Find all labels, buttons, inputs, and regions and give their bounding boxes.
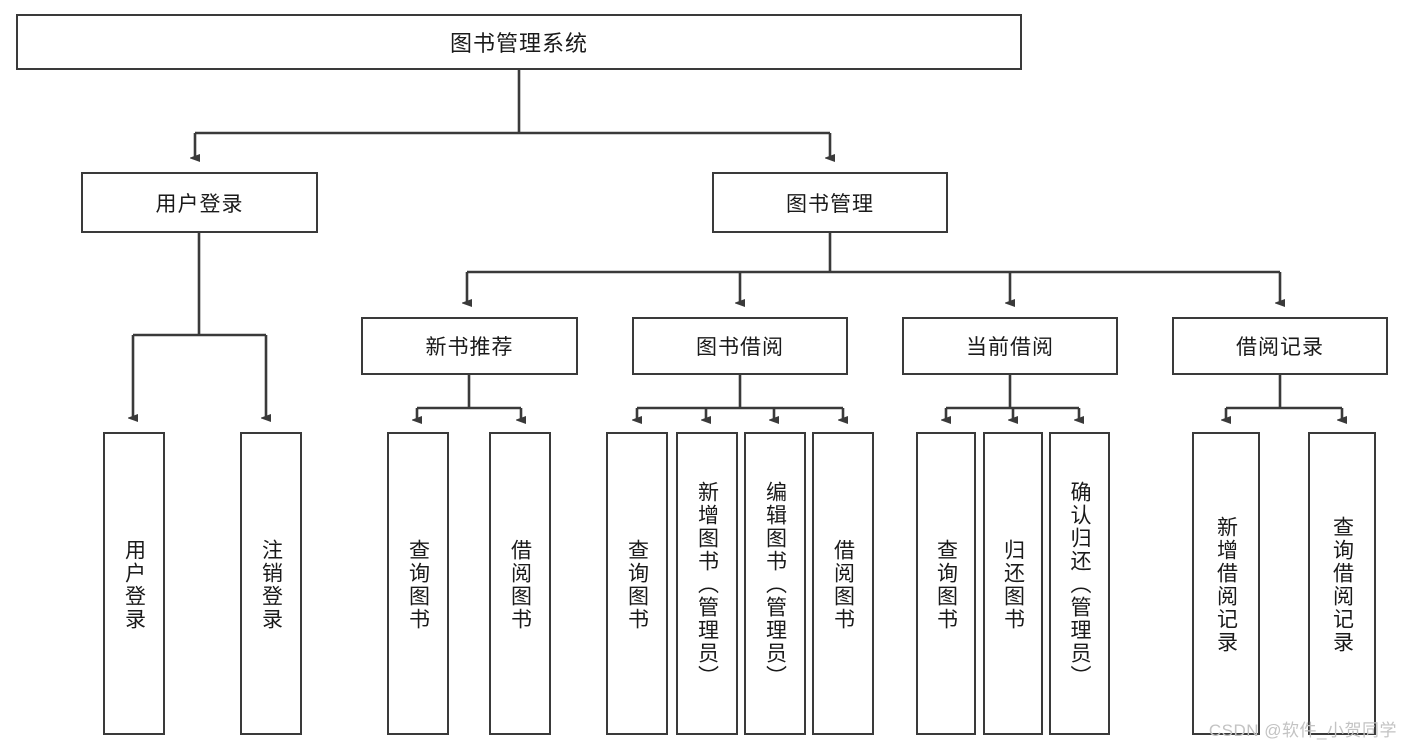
leaf-query-books-recommend[interactable]: 查询图书 [387, 432, 449, 735]
node-label: 新增图书（管理员） [695, 481, 719, 688]
node-label: 归还图书 [1001, 538, 1025, 631]
node-root-system[interactable]: 图书管理系统 [16, 14, 1022, 70]
leaf-return-book[interactable]: 归还图书 [983, 432, 1043, 735]
node-label: 借阅图书 [508, 538, 532, 631]
node-label: 查询图书 [934, 538, 958, 631]
node-label: 新增借阅记录 [1214, 515, 1238, 654]
node-label: 用户登录 [155, 192, 244, 216]
node-current-borrow[interactable]: 当前借阅 [902, 317, 1118, 375]
leaf-query-borrow-record[interactable]: 查询借阅记录 [1308, 432, 1376, 735]
node-label: 注销登录 [259, 538, 283, 631]
node-new-book-recommend[interactable]: 新书推荐 [361, 317, 578, 375]
leaf-borrow-book[interactable]: 借阅图书 [812, 432, 874, 735]
node-label: 新书推荐 [425, 336, 514, 359]
node-label: 借阅图书 [831, 538, 855, 631]
leaf-add-book-admin[interactable]: 新增图书（管理员） [676, 432, 738, 735]
node-label: 查询图书 [406, 538, 430, 631]
node-book-borrow[interactable]: 图书借阅 [632, 317, 848, 375]
leaf-query-books-borrow[interactable]: 查询图书 [606, 432, 668, 735]
node-label: 图书管理系统 [449, 31, 588, 56]
node-borrow-records[interactable]: 借阅记录 [1172, 317, 1388, 375]
node-label: 图书管理 [786, 192, 874, 216]
leaf-add-borrow-record[interactable]: 新增借阅记录 [1192, 432, 1260, 735]
leaf-confirm-return-admin[interactable]: 确认归还（管理员） [1049, 432, 1110, 735]
leaf-edit-book-admin[interactable]: 编辑图书（管理员） [744, 432, 806, 735]
leaf-query-books-current[interactable]: 查询图书 [916, 432, 976, 735]
leaf-user-logout[interactable]: 注销登录 [240, 432, 302, 735]
node-label: 查询借阅记录 [1330, 515, 1354, 654]
node-label: 图书借阅 [696, 336, 784, 359]
node-label: 编辑图书（管理员） [763, 481, 787, 688]
node-book-management[interactable]: 图书管理 [712, 172, 948, 233]
node-user-login[interactable]: 用户登录 [81, 172, 318, 233]
leaf-user-login[interactable]: 用户登录 [103, 432, 165, 735]
node-label: 查询图书 [625, 538, 649, 631]
node-label: 用户登录 [122, 538, 146, 631]
node-label: 确认归还（管理员） [1068, 481, 1091, 688]
node-label: 借阅记录 [1236, 336, 1324, 359]
node-label: 当前借阅 [966, 336, 1054, 359]
leaf-borrow-books-recommend[interactable]: 借阅图书 [489, 432, 551, 735]
